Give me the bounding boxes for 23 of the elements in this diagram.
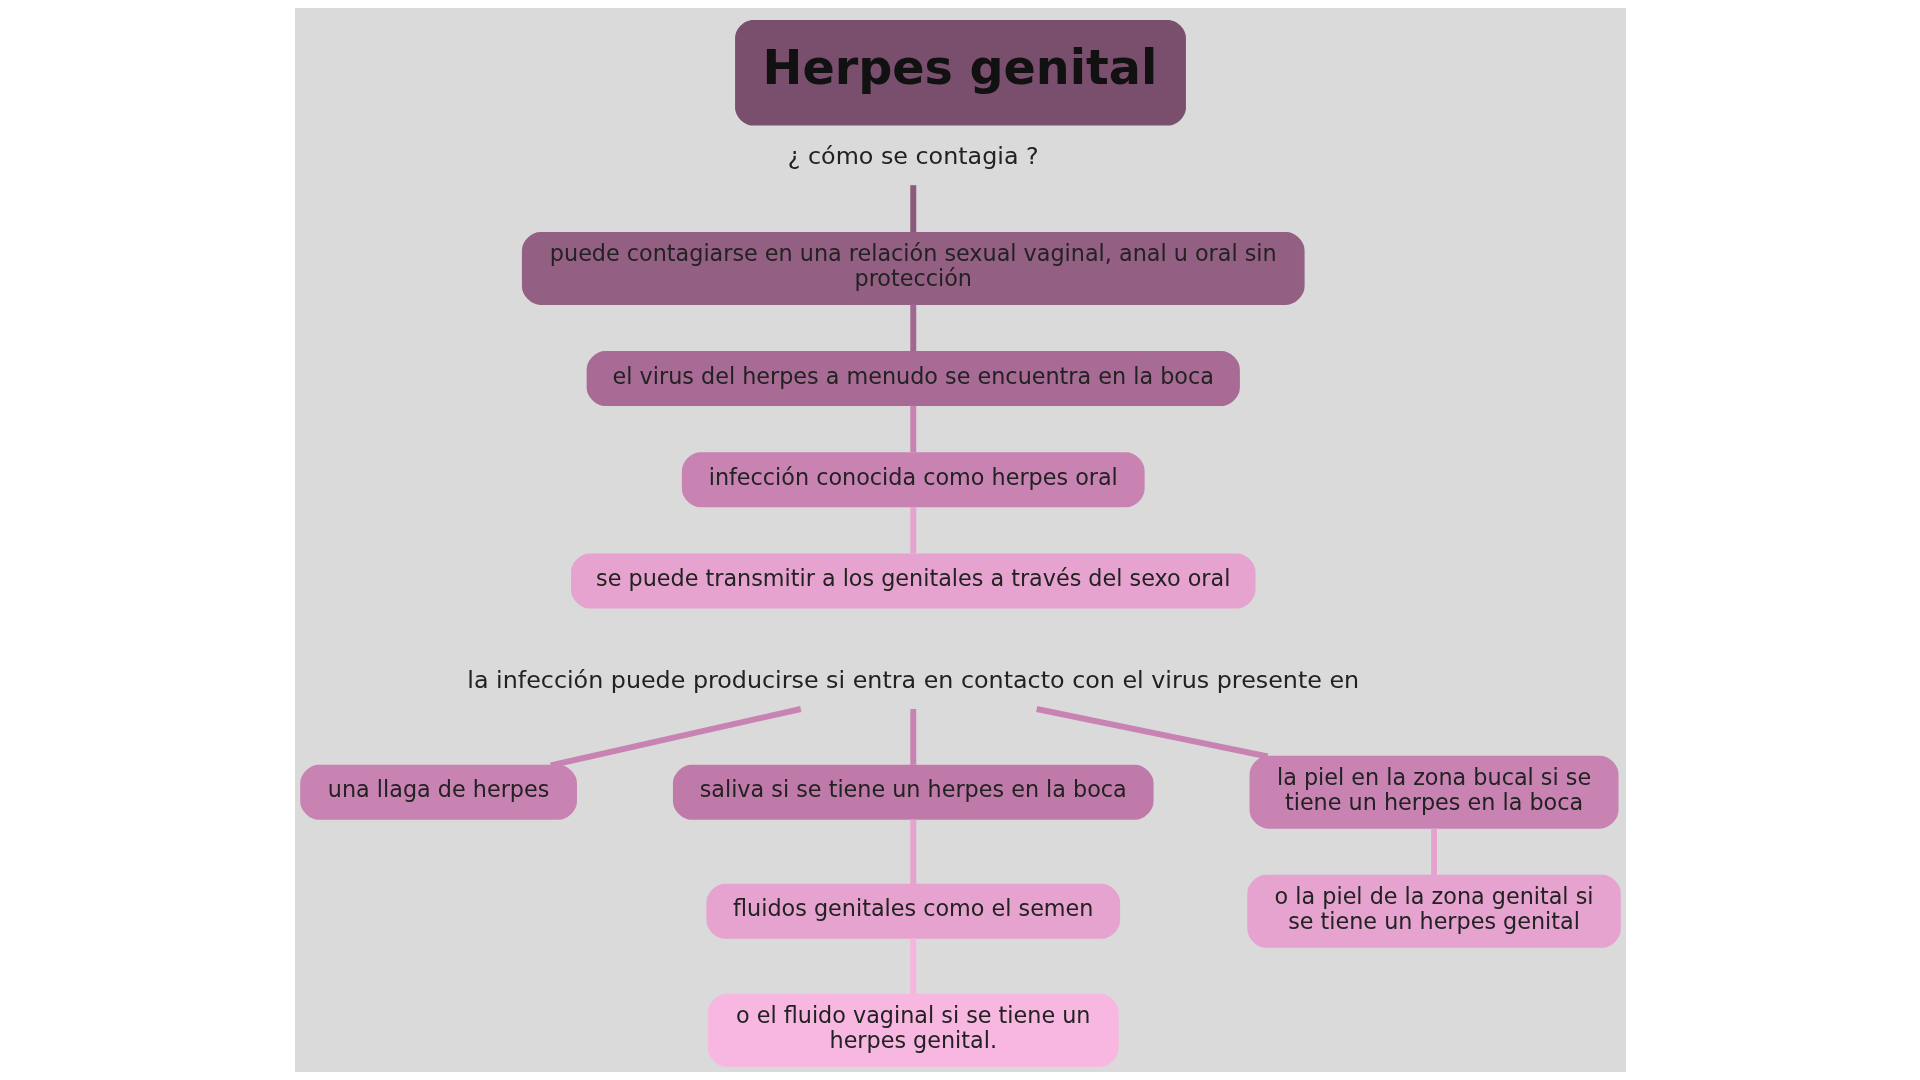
node-box: o la piel de la zona genital si se tiene un herpes genital <box>1246 874 1621 948</box>
connector <box>909 304 916 352</box>
node-box: o el fluido vaginal si se tiene un herpes genital. <box>707 993 1119 1067</box>
node-text: ¿ cómo se contagia ? <box>787 141 1039 170</box>
connector <box>1035 706 1268 760</box>
node-box: la piel en la zona bucal si se tiene un herpes en la boca <box>1249 755 1619 829</box>
connector <box>909 819 916 885</box>
node-box: el virus del herpes a menudo se encuentra en la boca <box>586 351 1240 407</box>
node-box: se puede transmitir a los genitales a través del sexo oral <box>570 553 1255 609</box>
connector <box>909 938 916 995</box>
node-text: la infección puede producirse si entra en contacto con el virus presente en <box>466 665 1359 694</box>
connector <box>909 405 916 453</box>
node-box: puede contagiarse en una relación sexual vaginal, anal u oral sin protección <box>521 232 1305 305</box>
connector <box>549 706 801 769</box>
node-box: saliva si se tiene un herpes en la boca <box>672 764 1154 820</box>
connector <box>909 507 916 554</box>
connector <box>1430 828 1437 876</box>
node-box: una llaga de herpes <box>299 764 577 820</box>
diagram-title: Herpes genital <box>762 40 1157 96</box>
connector <box>909 185 916 233</box>
connector <box>909 709 916 765</box>
node-box: infección conocida como herpes oral <box>681 452 1145 508</box>
node-box: fluidos genitales como el semen <box>705 883 1120 939</box>
